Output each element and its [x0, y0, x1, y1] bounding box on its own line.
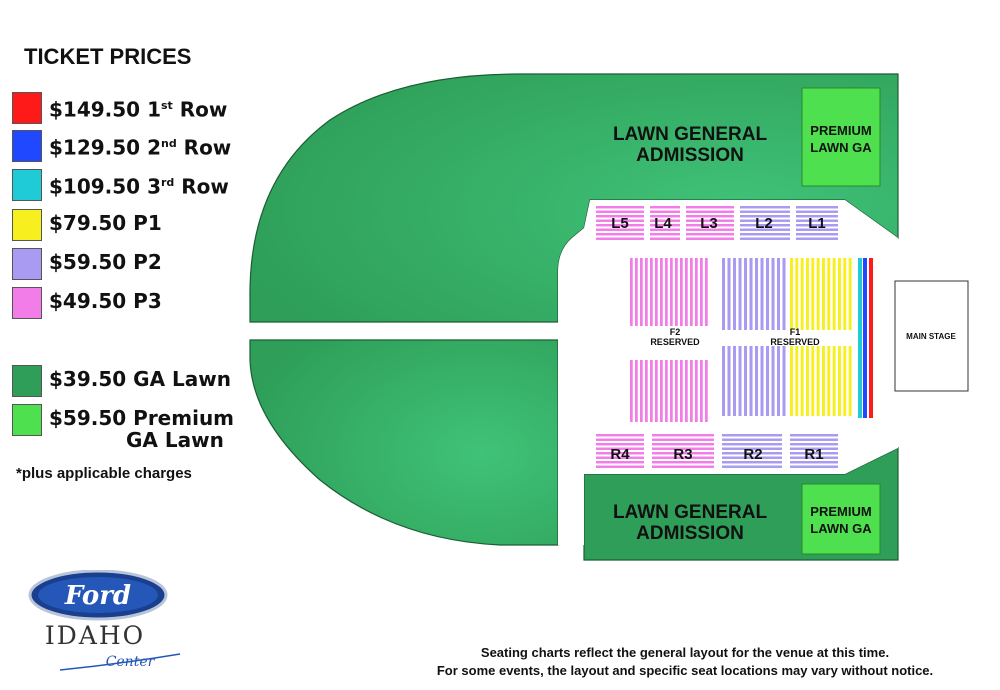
- disclaimer-line2: For some events, the layout and specific…: [436, 663, 934, 678]
- legend-label-ga-lawn: $39.50 GA Lawn: [49, 367, 231, 391]
- section-r3-label: R3: [673, 446, 692, 463]
- section-r1[interactable]: [790, 434, 838, 470]
- section-r4-label: R4: [610, 446, 630, 463]
- legend-label-row3: $109.50 3rd Row: [49, 174, 229, 199]
- row-3[interactable]: [858, 258, 862, 418]
- legend-item-row3: $109.50 3rd Row: [12, 169, 242, 203]
- section-l3-label: L3: [700, 215, 718, 232]
- f1-label-line1: F1: [790, 327, 801, 337]
- section-f1-p2-lower[interactable]: [722, 346, 786, 416]
- swatch-row1: [12, 92, 42, 124]
- section-l5[interactable]: [596, 206, 644, 242]
- premium-lawn-bottom[interactable]: [801, 483, 881, 555]
- ticket-prices-legend: TICKET PRICES $149.50 1st Row $129.50 2n…: [0, 0, 240, 690]
- svg-text:IDAHO: IDAHO: [45, 621, 145, 650]
- premium-top-label-line1: PREMIUM: [810, 123, 871, 138]
- section-f2-lower[interactable]: [630, 360, 708, 422]
- swatch-premium-lawn: [12, 404, 42, 436]
- swatch-row3: [12, 169, 42, 201]
- section-l1-label: L1: [808, 215, 826, 232]
- legend-item-p2: $59.50 P2: [12, 248, 242, 282]
- legend-label-p2: $59.50 P2: [49, 250, 162, 274]
- svg-text:Ford: Ford: [64, 581, 131, 611]
- swatch-p3: [12, 287, 42, 319]
- section-f1-p2-upper[interactable]: [722, 258, 786, 330]
- f2-label-line2: RESERVED: [650, 337, 700, 347]
- section-f1-p1-upper[interactable]: [790, 258, 852, 330]
- legend-item-premium-lawn: $59.50 Premium GA Lawn: [12, 404, 242, 454]
- lawn-top-label-line1: LAWN GENERAL: [613, 124, 768, 145]
- section-l2-label: L2: [755, 215, 773, 232]
- legend-label-row1: $149.50 1st Row: [49, 97, 228, 122]
- lawn-top-label-line2: ADMISSION: [636, 145, 744, 166]
- section-l4-label: L4: [654, 215, 672, 232]
- legend-label-row2: $129.50 2nd Row: [49, 135, 232, 160]
- lawn-bottom-label-line1: LAWN GENERAL: [613, 502, 768, 523]
- section-l4[interactable]: [650, 206, 680, 242]
- lawn-bottom-label-line2: ADMISSION: [636, 523, 744, 544]
- lawn-general-admission-left-lower[interactable]: [249, 339, 559, 546]
- section-r2-label: R2: [743, 446, 762, 463]
- f1-label-line2: RESERVED: [770, 337, 820, 347]
- row-2[interactable]: [863, 258, 867, 418]
- ford-idaho-center-logo: Ford IDAHO Center: [28, 570, 181, 671]
- swatch-ga-lawn: [12, 365, 42, 397]
- section-f1-p1-lower[interactable]: [790, 346, 852, 416]
- disclaimer-line1: Seating charts reflect the general layou…: [480, 645, 890, 660]
- charges-note: *plus applicable charges: [16, 465, 192, 482]
- legend-item-ga-lawn: $39.50 GA Lawn: [12, 365, 242, 399]
- section-f2-upper[interactable]: [630, 258, 708, 326]
- premium-top-label-line2: LAWN GA: [810, 140, 872, 155]
- legend-label-premium-lawn: $59.50 Premium: [49, 406, 235, 430]
- legend-item-row1: $149.50 1st Row: [12, 92, 242, 126]
- premium-bottom-label-line1: PREMIUM: [810, 504, 871, 519]
- section-l3[interactable]: [686, 206, 734, 242]
- legend-item-row2: $129.50 2nd Row: [12, 130, 242, 164]
- section-l5-label: L5: [611, 215, 629, 232]
- section-r2[interactable]: [722, 434, 782, 470]
- legend-label-premium-lawn-line2: GA Lawn: [126, 428, 224, 452]
- legend-item-p3: $49.50 P3: [12, 287, 242, 321]
- f2-label-line1: F2: [670, 327, 681, 337]
- premium-bottom-label-line2: LAWN GA: [810, 521, 872, 536]
- section-r3[interactable]: [652, 434, 714, 470]
- legend-label-p3: $49.50 P3: [49, 289, 162, 313]
- main-stage[interactable]: [894, 280, 969, 392]
- section-l1[interactable]: [796, 206, 838, 242]
- section-r1-label: R1: [804, 446, 823, 463]
- row-1[interactable]: [869, 258, 873, 418]
- main-stage-label: MAIN STAGE: [906, 332, 956, 341]
- section-l2[interactable]: [740, 206, 790, 242]
- swatch-p2: [12, 248, 42, 280]
- legend-item-p1: $79.50 P1: [12, 209, 242, 243]
- legend-title: TICKET PRICES: [24, 44, 192, 69]
- swatch-p1: [12, 209, 42, 241]
- premium-lawn-top[interactable]: [801, 87, 881, 187]
- legend-label-p1: $79.50 P1: [49, 211, 162, 235]
- section-r4[interactable]: [596, 434, 644, 470]
- seat-rows-group: [558, 200, 898, 545]
- swatch-row2: [12, 130, 42, 162]
